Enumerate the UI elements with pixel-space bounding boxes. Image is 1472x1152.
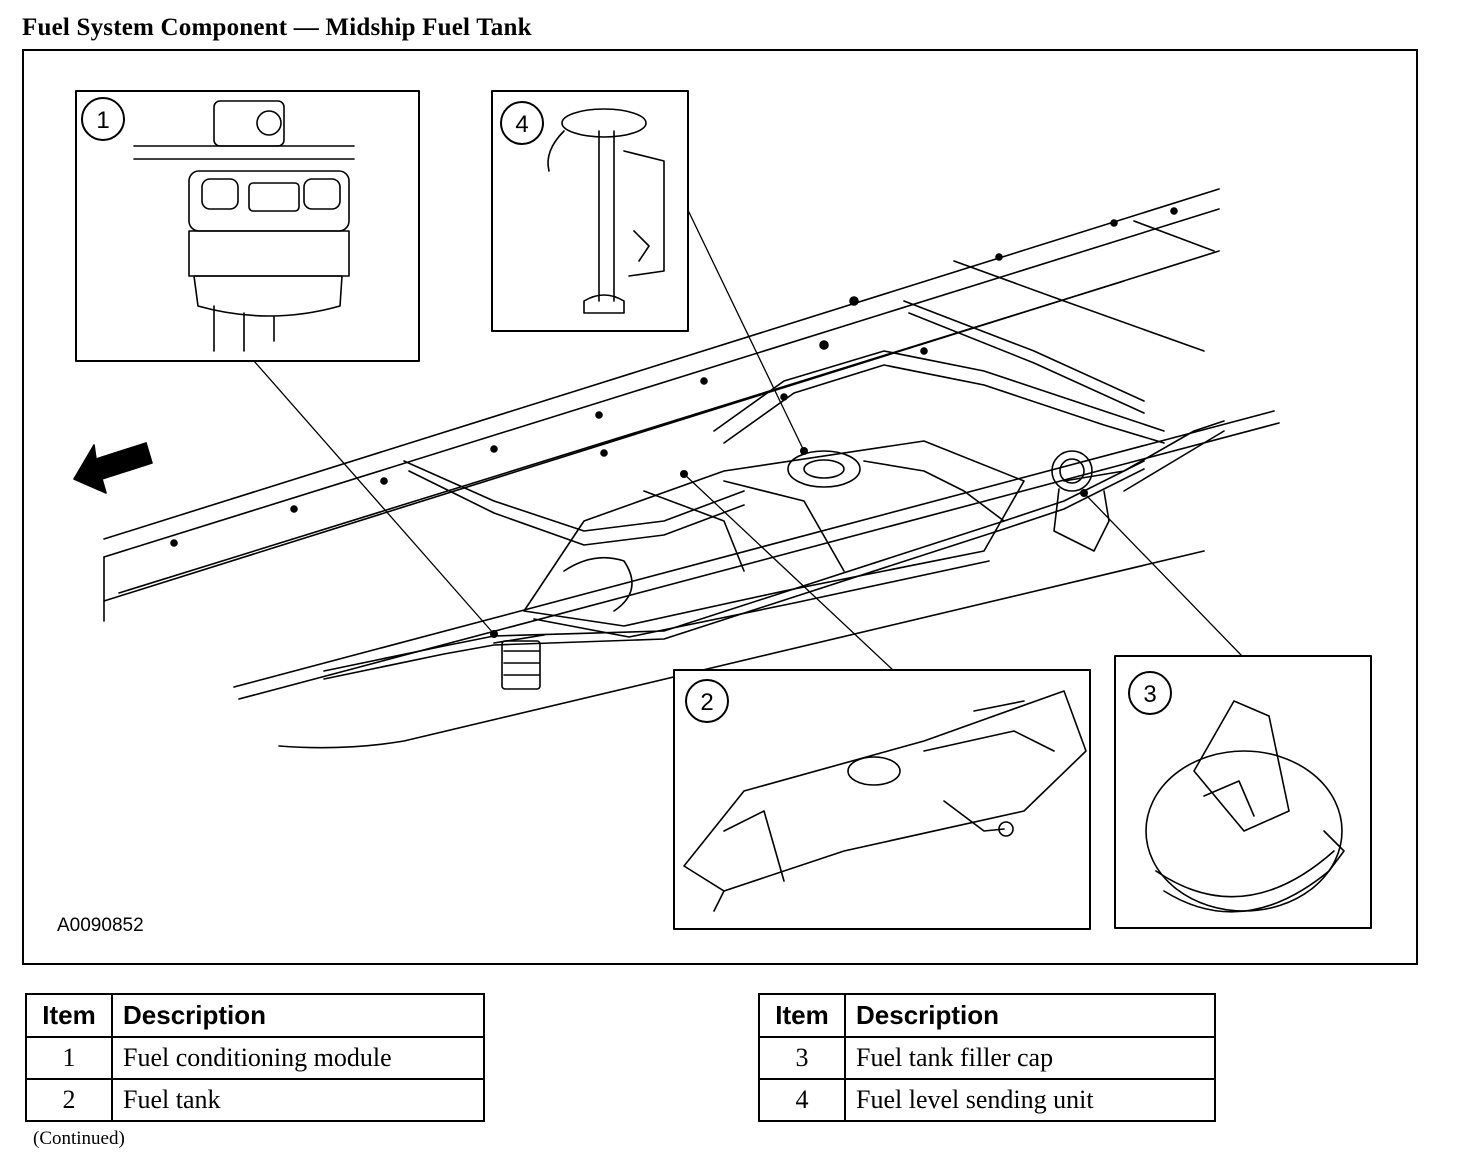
item-number: 2 <box>25 1078 113 1122</box>
item-description: Fuel tank <box>111 1078 485 1122</box>
diagram-figure: 1 4 2 3 A0090852 <box>22 49 1418 965</box>
callout-leader-lines <box>253 205 1243 672</box>
callout-leader-dots <box>490 447 1088 638</box>
table-row: 1 Fuel conditioning module <box>25 1036 485 1080</box>
figure-id: A0090852 <box>57 915 144 936</box>
table-row: 2 Fuel tank <box>25 1078 485 1122</box>
callout-4-circle <box>500 101 544 145</box>
callout-2-number: 2 <box>700 689 713 716</box>
item-column-header: Item <box>25 993 113 1038</box>
frame-cross-members <box>403 220 1215 546</box>
item-table-right: Item Description 3 Fuel tank filler cap … <box>758 993 1216 1122</box>
callout-1-circle <box>81 97 125 141</box>
frame-holes <box>170 207 1178 547</box>
page-title: Fuel System Component — Midship Fuel Tan… <box>22 14 532 41</box>
item-column-header: Item <box>758 993 846 1038</box>
callout-3-number: 3 <box>1143 681 1156 708</box>
description-column-header: Description <box>111 993 485 1038</box>
item-number: 1 <box>25 1036 113 1080</box>
callout-2-circle <box>685 679 729 723</box>
item-description: Fuel tank filler cap <box>844 1036 1216 1080</box>
item-description: Fuel conditioning module <box>111 1036 485 1080</box>
item-number: 3 <box>758 1036 846 1080</box>
frame-left-rail <box>103 188 1220 622</box>
callout-circles <box>81 97 1172 723</box>
table-header-row: Item Description <box>25 993 485 1038</box>
callout-4-number: 4 <box>515 111 528 138</box>
continued-note: (Continued) <box>33 1128 125 1149</box>
inset-fuel-conditioning-module <box>75 90 420 362</box>
callout-3-circle <box>1128 671 1172 715</box>
chassis-illustration: 1 4 2 3 <box>73 90 1372 930</box>
item-number: 4 <box>758 1078 846 1122</box>
callout-1-number: 1 <box>96 107 109 134</box>
fuel-lines <box>323 420 1225 680</box>
fuel-conditioning-module-in-situ <box>493 634 545 690</box>
inset-fuel-tank <box>673 669 1091 930</box>
item-description: Fuel level sending unit <box>844 1078 1216 1122</box>
description-column-header: Description <box>844 993 1216 1038</box>
table-row: 3 Fuel tank filler cap <box>758 1036 1216 1080</box>
table-header-row: Item Description <box>758 993 1216 1038</box>
table-row: 4 Fuel level sending unit <box>758 1078 1216 1122</box>
item-table-left: Item Description 1 Fuel conditioning mod… <box>25 993 485 1122</box>
filler-neck-in-situ <box>1051 450 1110 552</box>
forward-direction-arrow-icon <box>73 442 153 494</box>
fuel-tank-shape <box>523 440 1025 638</box>
